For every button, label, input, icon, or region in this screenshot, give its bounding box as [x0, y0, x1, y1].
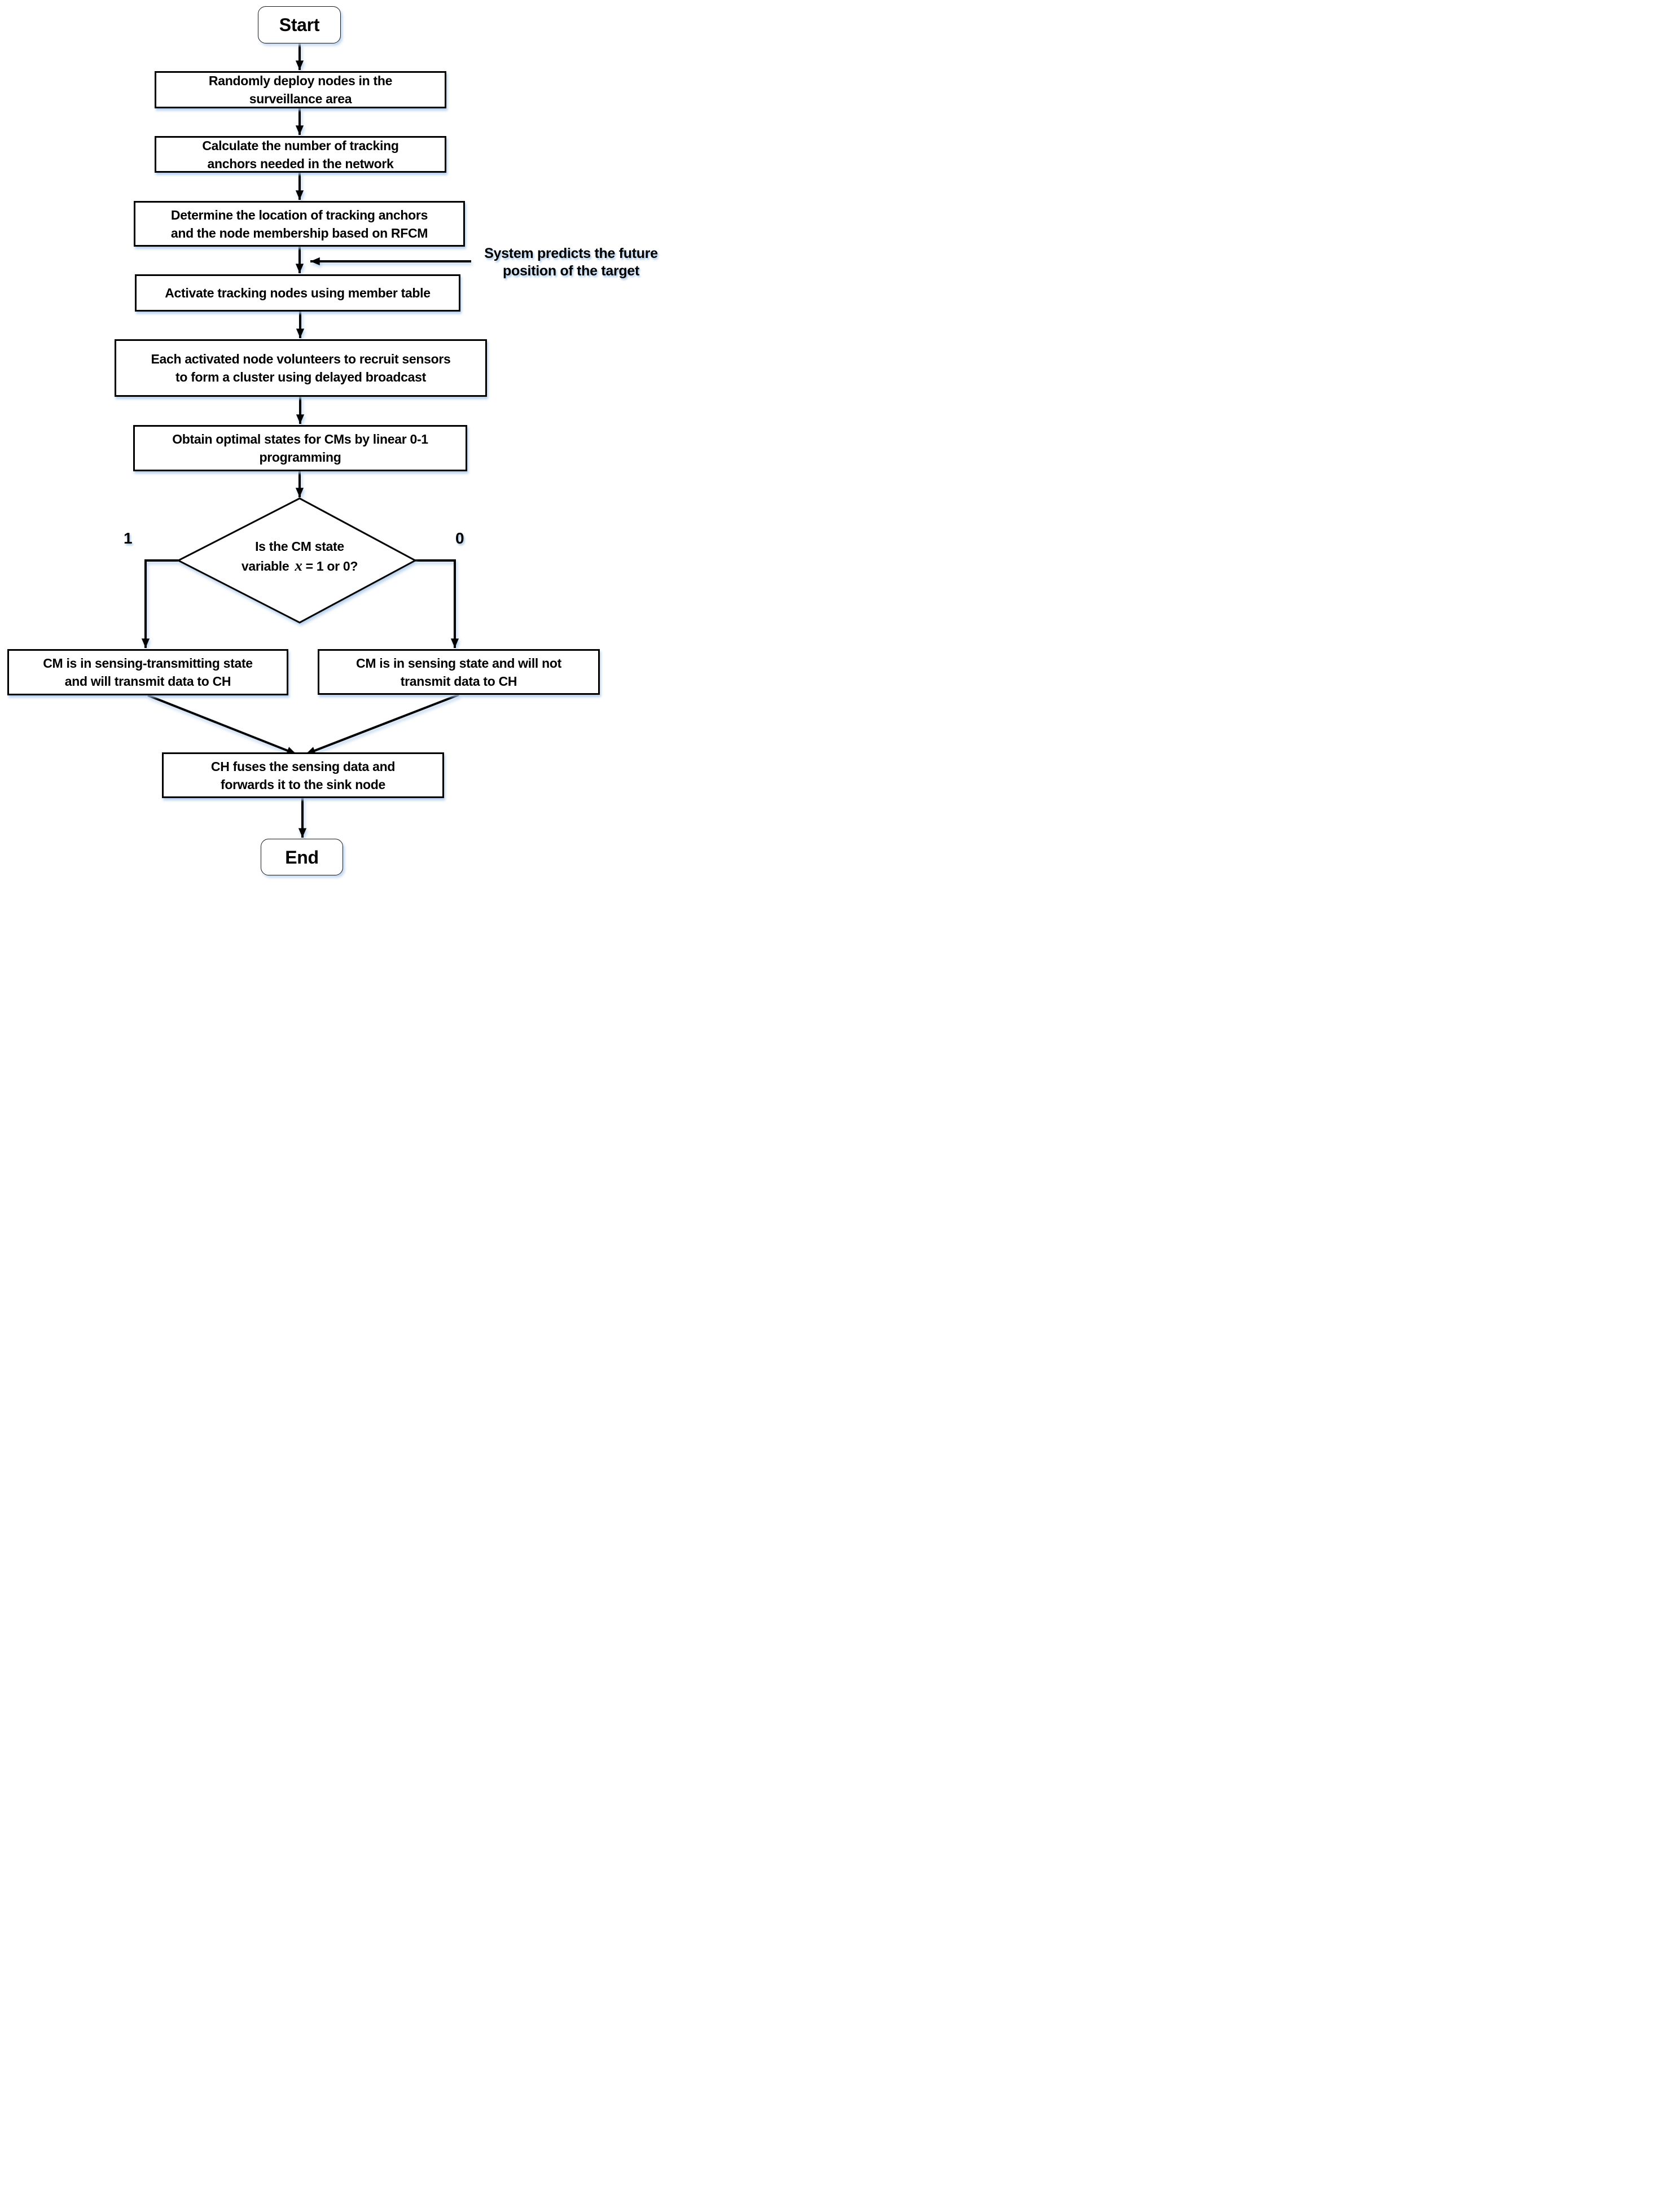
outcome-text-line: CM is in sensing state and will not — [356, 655, 561, 671]
step-text-line: to form a cluster using delayed broadcas… — [175, 370, 426, 384]
step-text-line: Calculate the number of tracking — [202, 138, 399, 153]
step-determine-location: Determine the location of tracking ancho… — [134, 201, 465, 247]
annotation-line: System predicts the future — [484, 246, 658, 261]
step-text-line: surveillance area — [249, 91, 352, 106]
annotation-line: position of the target — [503, 263, 639, 279]
start-label: Start — [279, 15, 320, 35]
flowchart-canvas: Start Randomly deploy nodes in the surve… — [0, 0, 671, 885]
outcome-sensing-transmitting: CM is in sensing-transmitting state and … — [7, 649, 288, 695]
step-recruit-sensors: Each activated node volunteers to recrui… — [115, 339, 487, 397]
step-text-line: Obtain optimal states for CMs by linear … — [172, 432, 428, 446]
step-text-line: and the node membership based on RFCM — [170, 225, 428, 240]
arrow-branch-zero — [415, 559, 459, 649]
branch-label-one: 1 — [124, 529, 133, 547]
step-ch-fuses-data: CH fuses the sensing data and forwards i… — [162, 752, 444, 798]
branch-label-zero: 0 — [455, 529, 464, 547]
decision-text-line: variable x= 1 or 0? — [241, 557, 358, 574]
decision-diamond-shape — [176, 497, 418, 624]
step-deploy-nodes: Randomly deploy nodes in the surveillanc… — [155, 71, 446, 108]
step-text-line: anchors needed in the network — [207, 156, 394, 171]
step-text-line: Each activated node volunteers to recrui… — [151, 352, 451, 366]
end-node: End — [261, 839, 343, 875]
step-text-line: Activate tracking nodes using member tab… — [165, 286, 431, 300]
outcome-text-line: and will transmit data to CH — [64, 674, 231, 689]
step-calculate-anchors: Calculate the number of tracking anchors… — [155, 136, 446, 173]
outcome-sensing-only: CM is in sensing state and will not tran… — [318, 649, 600, 695]
start-node: Start — [258, 6, 341, 43]
step-text-line: programming — [259, 450, 341, 465]
decision-text-line: Is the CM state — [255, 539, 344, 554]
annotation-system-predicts: System predicts the future position of t… — [473, 245, 669, 280]
step-activate-nodes: Activate tracking nodes using member tab… — [135, 274, 460, 312]
step-text-line: Randomly deploy nodes in the — [208, 73, 393, 88]
step-text-line: CH fuses the sensing data and — [210, 759, 396, 774]
arrow-branch-one — [141, 559, 178, 649]
step-text-line: forwards it to the sink node — [221, 777, 385, 792]
connector-layer — [141, 43, 471, 838]
end-label: End — [285, 847, 319, 868]
decision-cm-state: Is the CM state variable x= 1 or 0? — [215, 537, 384, 576]
outcome-text-line: CM is in sensing-transmitting state — [43, 656, 253, 671]
step-text-line: Determine the location of tracking ancho… — [170, 207, 428, 222]
decision-line2-prefix: variable — [241, 559, 289, 573]
arrow-transmit-to-fuse — [147, 694, 297, 755]
decision-line2-suffix: = 1 or 0? — [305, 559, 358, 573]
arrow-notransmit-to-fuse — [305, 694, 459, 755]
decision-variable-x: x — [295, 557, 302, 574]
step-optimal-states: Obtain optimal states for CMs by linear … — [133, 425, 467, 471]
outcome-text-line: transmit data to CH — [400, 673, 517, 689]
